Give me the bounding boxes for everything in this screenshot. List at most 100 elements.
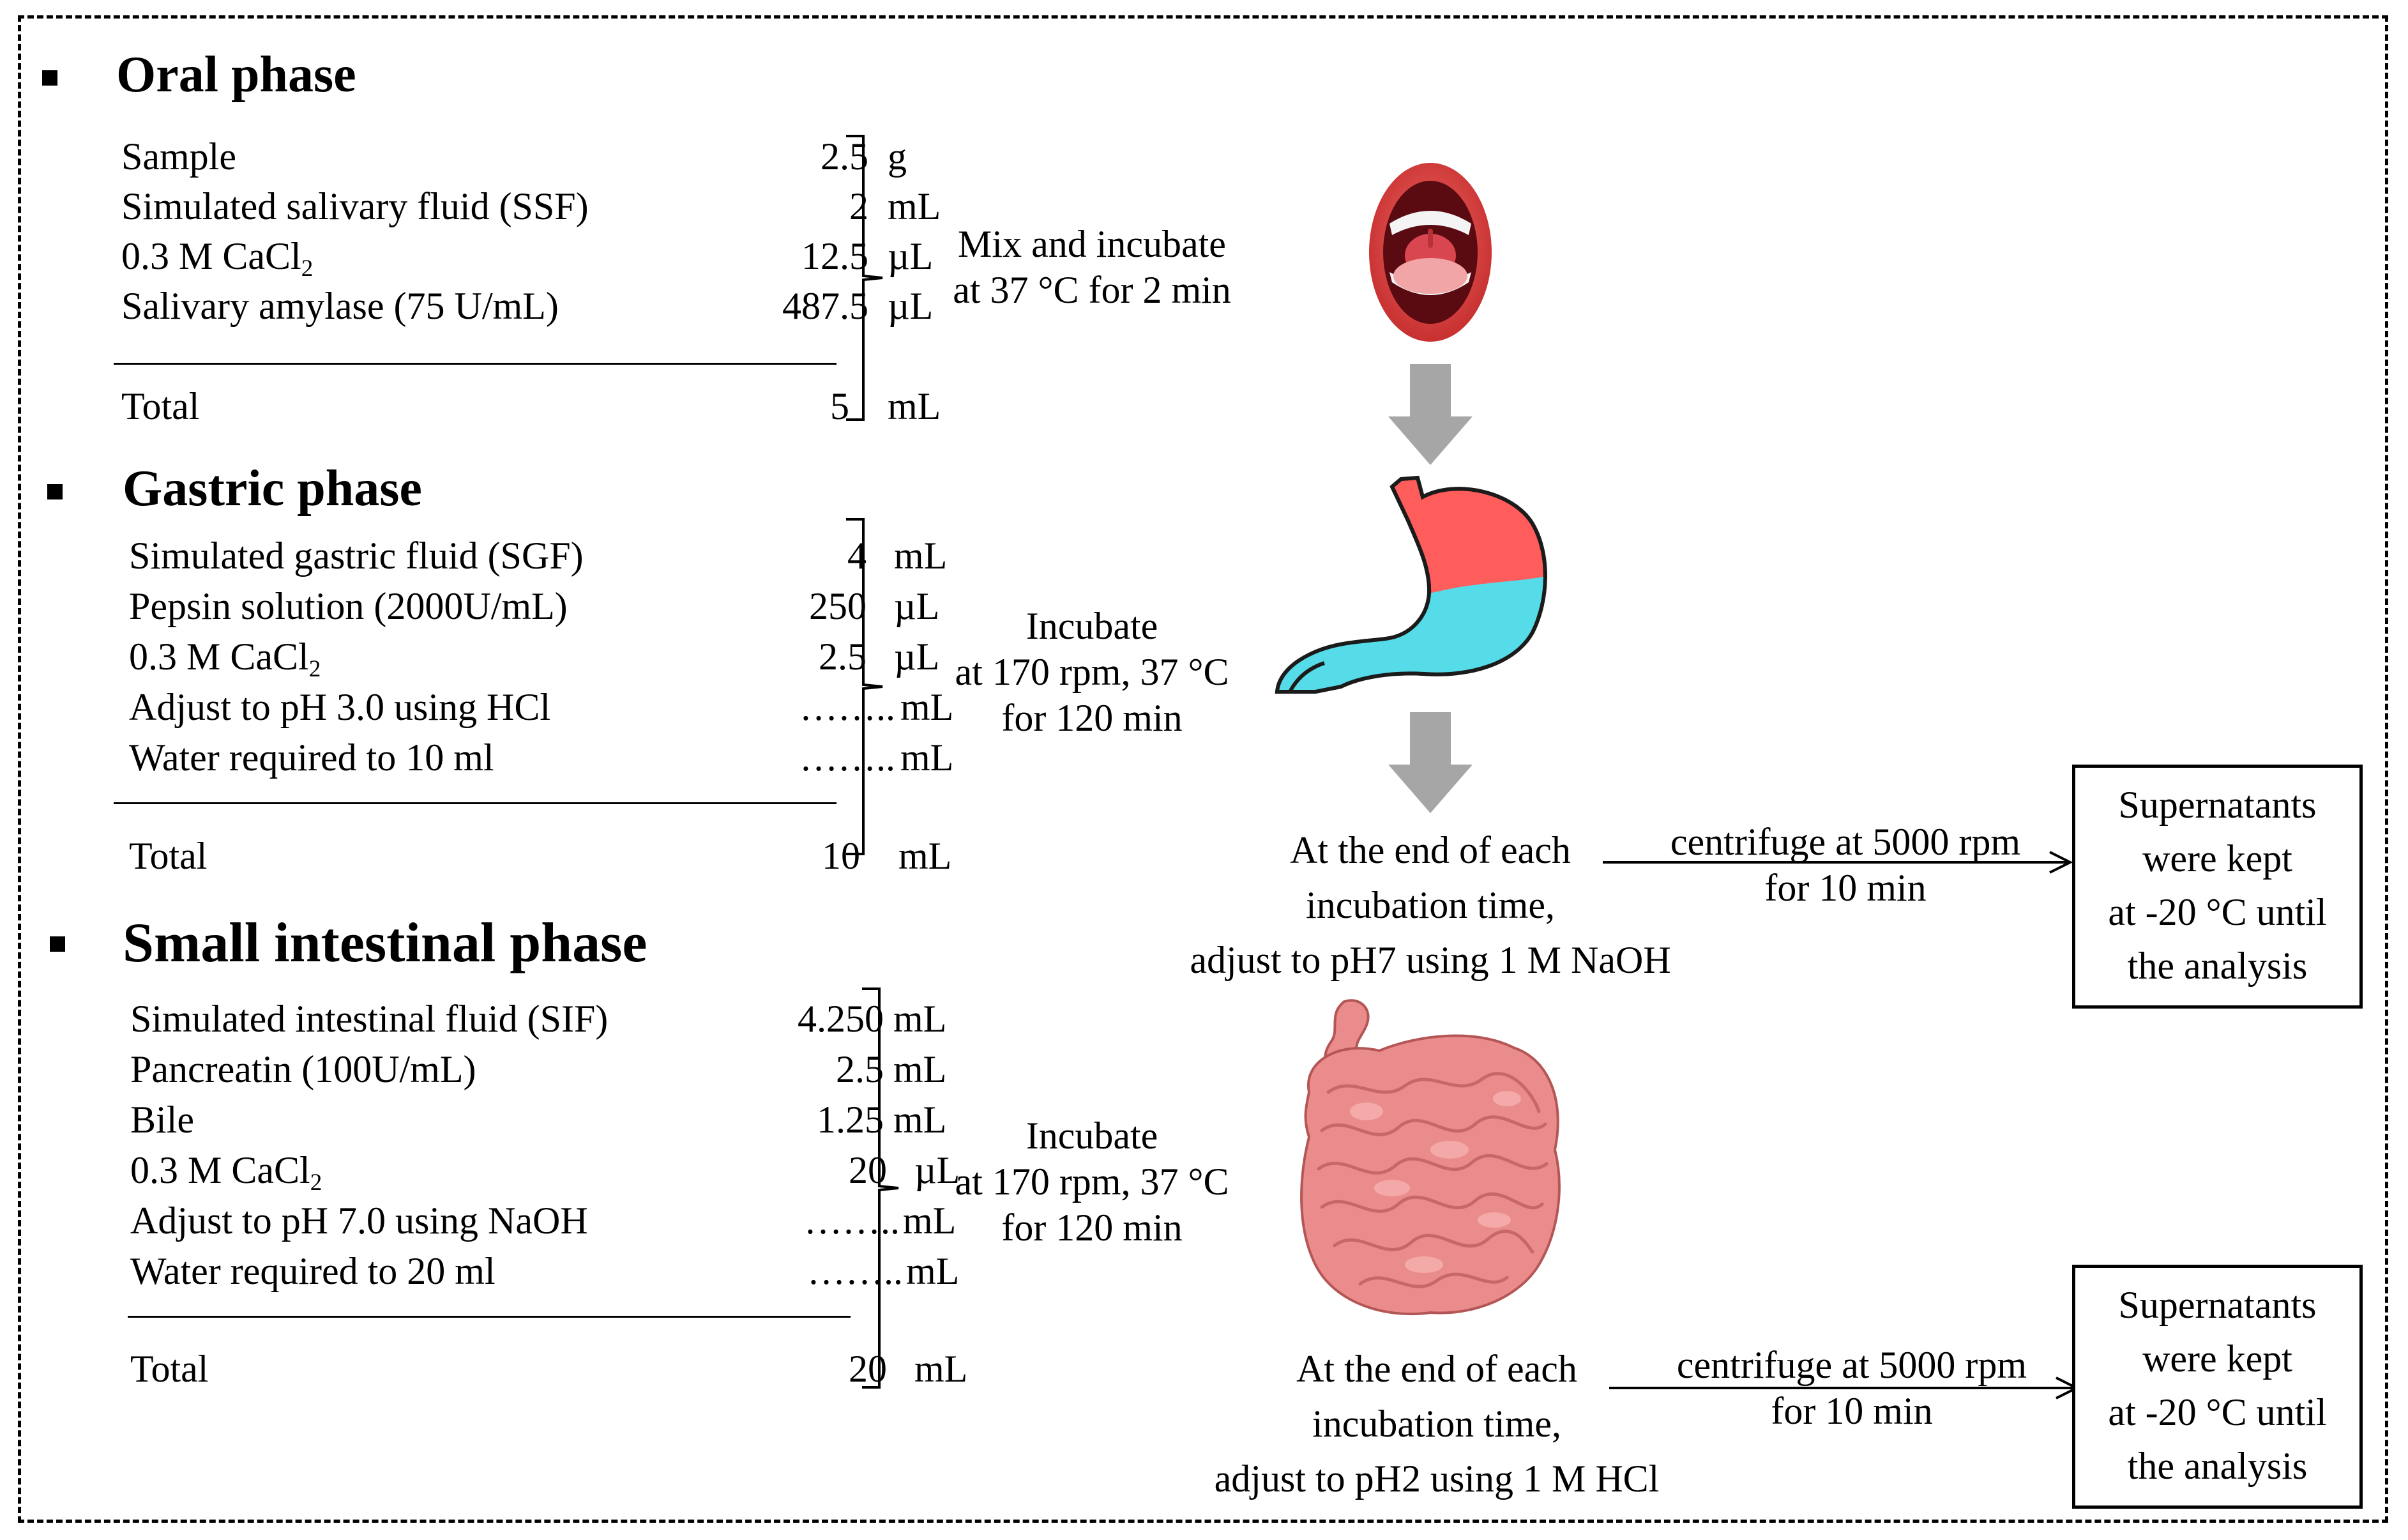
total-unit: mL — [914, 1348, 968, 1390]
total-label: Total — [129, 835, 208, 877]
step-line: incubation time, — [1306, 884, 1555, 926]
row-unit: µL — [888, 235, 934, 277]
step-line: at 170 rpm, 37 °C — [955, 651, 1229, 693]
step-line: At the end of each — [1290, 829, 1571, 871]
row-value: 1.25 — [817, 1099, 884, 1141]
gastric-centrifuge-text: centrifuge at 5000 rpm for 10 min — [1603, 819, 2088, 911]
row-label-subscript: 2 — [310, 1170, 322, 1196]
total-label: Total — [130, 1348, 209, 1390]
gastric-bracket — [846, 518, 883, 855]
step-line: adjust to pH7 using 1 M NaOH — [1190, 939, 1671, 981]
step-line: Incubate — [1026, 1115, 1158, 1157]
total-value: 5 — [830, 385, 849, 427]
right-arrow-icon — [1603, 851, 2073, 874]
intestinal-bullet — [50, 936, 65, 952]
result-line: at -20 °C until — [2108, 1391, 2327, 1433]
intestinal-row: Bile 1.25 mL — [130, 1094, 946, 1145]
small-intestine-icon — [1300, 999, 1561, 1316]
row-unit: mL — [900, 686, 954, 728]
mouth-icon — [1369, 163, 1492, 342]
step-line: Incubate — [1026, 605, 1158, 647]
row-label-main: 0.3 M CaCl — [129, 636, 309, 678]
row-unit: mL — [894, 535, 948, 577]
row-label: Simulated gastric fluid (SGF) — [129, 535, 584, 577]
intestinal-row: 0.3 M CaCl2 20 µL — [130, 1145, 960, 1196]
row-label: 0.3 M CaCl2 — [121, 231, 313, 282]
oral-row: Salivary amylase (75 U/mL) 487.5 µL — [121, 280, 933, 332]
gastric-total-rule — [114, 802, 837, 804]
row-label: Water required to 10 ml — [129, 736, 494, 779]
step-line: for 120 min — [1001, 697, 1183, 739]
intestinal-result-box: Supernatants were kept at -20 °C until t… — [2072, 1265, 2363, 1509]
row-label: Bile — [130, 1099, 194, 1141]
row-unit: mL — [893, 998, 947, 1040]
row-value: 2.5 — [821, 135, 868, 178]
gastric-row: Adjust to pH 3.0 using HCl …….. mL — [129, 682, 953, 733]
row-unit: mL — [903, 1200, 957, 1242]
total-value: 20 — [849, 1348, 887, 1390]
row-unit: µL — [888, 285, 934, 327]
row-unit: g — [888, 135, 907, 178]
step-line: At the end of each — [1296, 1348, 1577, 1390]
row-unit: µL — [894, 585, 940, 627]
oral-total-rule — [114, 363, 837, 365]
intestinal-row: Pancreatin (100U/mL) 2.5 mL — [130, 1044, 946, 1095]
result-line: the analysis — [2127, 1445, 2308, 1487]
row-value: …….. — [804, 1200, 900, 1242]
row-value: 4 — [847, 535, 867, 577]
step-line: centrifuge at 5000 rpm — [1670, 821, 2021, 863]
row-label: Sample — [121, 135, 236, 178]
gastric-end-text: At the end of each incubation time, adju… — [1137, 823, 1724, 987]
gastric-result-box: Supernatants were kept at -20 °C until t… — [2072, 765, 2363, 1009]
down-arrow-icon — [1388, 364, 1473, 465]
row-unit: µL — [914, 1149, 960, 1191]
diagram-frame — [18, 15, 2388, 1523]
gastric-bullet — [47, 484, 63, 499]
row-label: Simulated intestinal fluid (SIF) — [130, 998, 609, 1040]
row-label: Adjust to pH 7.0 using NaOH — [130, 1200, 588, 1242]
step-line: for 10 min — [1771, 1390, 1933, 1432]
row-value: 250 — [809, 585, 867, 627]
oral-heading: Oral phase — [116, 47, 356, 103]
step-line: for 120 min — [1001, 1207, 1183, 1249]
oral-bracket — [846, 135, 883, 421]
row-label: Water required to 20 ml — [130, 1250, 496, 1292]
row-unit: mL — [888, 185, 941, 227]
result-line: Supernatants — [2118, 1284, 2317, 1326]
row-value: …….. — [799, 686, 895, 728]
row-label: Salivary amylase (75 U/mL) — [121, 285, 559, 327]
total-unit: mL — [888, 385, 941, 427]
step-line: at 37 °C for 2 min — [953, 269, 1231, 311]
row-label: 0.3 M CaCl2 — [129, 631, 321, 682]
row-label-subscript: 2 — [308, 656, 321, 683]
intestinal-row: Water required to 20 ml …….. mL — [130, 1246, 959, 1297]
down-arrow-icon — [1388, 712, 1473, 813]
row-label-main: 0.3 M CaCl — [130, 1149, 310, 1191]
gastric-row: Pepsin solution (2000U/mL) 250 µL — [129, 581, 939, 632]
row-value: 487.5 — [782, 285, 868, 327]
row-value: 2.5 — [819, 636, 867, 678]
step-line: Mix and incubate — [958, 223, 1226, 265]
step-line: centrifuge at 5000 rpm — [1676, 1344, 2027, 1386]
row-label-subscript: 2 — [301, 255, 314, 282]
intestinal-total-rule — [128, 1316, 851, 1318]
intestinal-step-text: Incubate at 170 rpm, 37 °C for 120 min — [913, 1113, 1271, 1251]
intestinal-end-text: At the end of each incubation time, adju… — [1162, 1341, 1711, 1506]
intestinal-row: Simulated intestinal fluid (SIF) 4.250 m… — [130, 993, 946, 1044]
oral-row: 0.3 M CaCl2 12.5 µL — [121, 231, 933, 282]
step-line: incubation time, — [1312, 1403, 1561, 1445]
oral-row: Sample 2.5 g — [121, 131, 907, 182]
result-line: were kept — [2142, 1338, 2292, 1380]
intestinal-total-row: Total 20 mL — [130, 1343, 967, 1394]
right-arrow-icon — [1609, 1376, 2080, 1399]
intestinal-row: Adjust to pH 7.0 using NaOH …….. mL — [130, 1195, 956, 1246]
oral-step-text: Mix and incubate at 37 °C for 2 min — [894, 221, 1290, 313]
total-label: Total — [121, 385, 200, 427]
gastric-total-row: Total 10 mL — [129, 830, 951, 881]
step-line: at 170 rpm, 37 °C — [955, 1161, 1229, 1203]
row-unit: mL — [893, 1099, 947, 1141]
row-value: …….. — [799, 736, 895, 779]
total-unit: mL — [898, 835, 952, 877]
result-line: at -20 °C until — [2108, 891, 2327, 933]
result-line: were kept — [2142, 837, 2292, 880]
